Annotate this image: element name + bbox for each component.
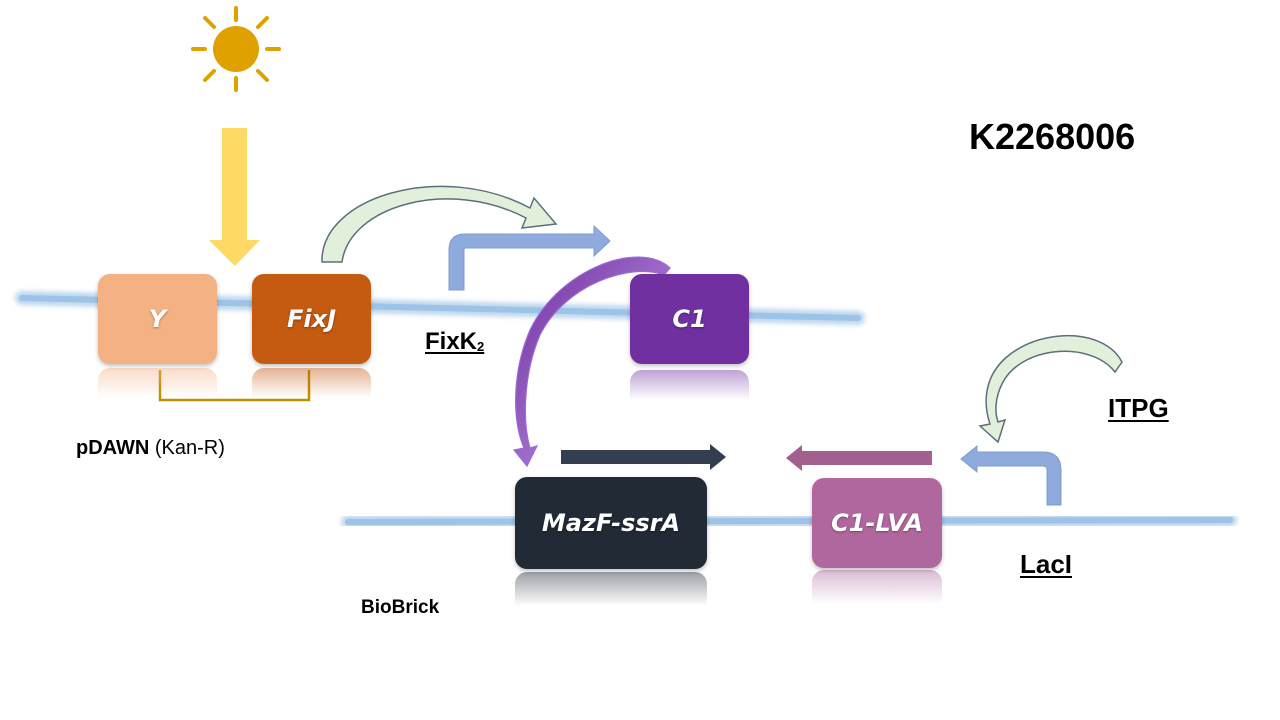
itpg-induction-arrow — [978, 334, 1123, 444]
gene-c1: C1 — [630, 274, 749, 364]
sun-icon — [191, 6, 281, 92]
gene-fixj-label: FixJ — [286, 305, 337, 333]
fusion-bracket — [158, 370, 311, 402]
gene-y-label: Y — [148, 305, 167, 333]
itpg-label: ITPG — [1108, 393, 1169, 423]
fixj-activation-arrow — [321, 185, 558, 263]
fixk2-promoter-label: FixK2 — [425, 328, 484, 356]
fixk2-promoter-arrow — [448, 224, 611, 291]
fixk2-label-subscript: 2 — [477, 339, 485, 354]
c1lva-gene-reflection — [812, 570, 942, 604]
gene-mazf-label: MazF-ssrA — [541, 509, 681, 537]
gene-c1-label: C1 — [672, 305, 707, 333]
y-gene-reflection — [98, 368, 217, 398]
mazf-transcription-arrow — [561, 444, 726, 470]
fixk2-label-main: FixK — [425, 328, 478, 355]
laci-promoter-label: LacI — [1020, 549, 1073, 579]
light-down-arrow — [209, 128, 260, 266]
laci-promoter-arrow — [960, 444, 1062, 506]
part-id-title: K2268006 — [969, 116, 1136, 157]
biobrick-dna-strand — [341, 513, 1237, 529]
mazf-gene-reflection — [515, 572, 707, 606]
gene-c1lva-label: C1-LVA — [831, 509, 923, 537]
pdawn-resistance: (Kan-R) — [154, 437, 225, 459]
biobrick-plasmid-label: BioBrick — [361, 597, 440, 618]
c1lva-transcription-arrow — [786, 445, 932, 471]
gene-fixj: FixJ — [252, 274, 371, 364]
c1-repression-arrow — [512, 256, 671, 468]
gene-y: Y — [98, 274, 217, 364]
fixj-gene-reflection — [252, 368, 371, 398]
pdawn-name: pDAWN — [76, 437, 150, 459]
gene-mazf-ssra: MazF-ssrA — [515, 477, 707, 569]
gene-c1-lva: C1-LVA — [812, 478, 942, 568]
c1-gene-reflection — [630, 370, 749, 400]
pdawn-plasmid-label: pDAWN (Kan-R) — [76, 437, 225, 460]
